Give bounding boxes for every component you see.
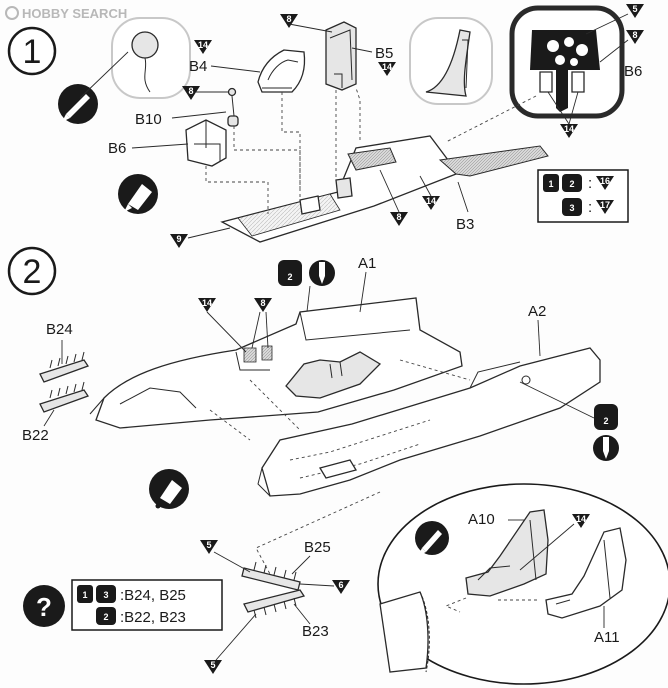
step-1-badge: 1	[7, 26, 57, 76]
color-callout: 8	[182, 86, 228, 100]
svg-text:?: ?	[36, 592, 52, 622]
paint-brush-icon	[309, 260, 335, 286]
legend-row-2: :B22, B23	[120, 609, 186, 626]
detail-bubble-gunsight	[79, 17, 191, 99]
step-2-badge: 2	[7, 246, 57, 296]
svg-text:5: 5	[210, 660, 215, 670]
exhaust-part-b22	[39, 381, 89, 413]
detail-bubble-instrument-panel	[509, 5, 625, 119]
label-b22: B22	[22, 427, 49, 444]
legend-row-1: :B24, B25	[120, 587, 186, 604]
svg-text:6: 6	[338, 580, 343, 590]
svg-text:8: 8	[632, 30, 637, 40]
label-b3: B3	[456, 216, 474, 233]
color-callout: 6	[299, 580, 350, 594]
step-1-guide-lines	[205, 87, 361, 214]
svg-text:9: 9	[176, 234, 181, 244]
step-1-number: 1	[23, 33, 42, 71]
svg-text:8: 8	[188, 86, 193, 96]
label-a1: A1	[358, 255, 376, 272]
step-2-number: 2	[23, 253, 42, 291]
knife-icon	[58, 84, 98, 124]
svg-text:1: 1	[82, 590, 87, 600]
svg-text:5: 5	[206, 540, 211, 550]
paint-brush-icon	[593, 435, 619, 461]
color-callout: 14	[198, 298, 247, 353]
option-badge-2-right: 2	[594, 404, 618, 430]
seat-back-part-b5	[325, 21, 357, 91]
color-callout: 8	[379, 169, 408, 226]
color-callout: 8	[599, 30, 644, 63]
label-a2: A2	[528, 303, 546, 320]
color-callout: 14	[378, 62, 396, 76]
svg-text:2: 2	[103, 612, 108, 622]
svg-text:3: 3	[103, 590, 108, 600]
color-callout: 5	[200, 540, 251, 573]
seat-part-b4	[257, 49, 306, 93]
label-b10: B10	[135, 111, 162, 128]
svg-text:8: 8	[260, 298, 265, 308]
detail-bubble-headrest	[409, 17, 493, 105]
exhaust-part-b24	[39, 351, 89, 383]
option-badge-2: 2	[278, 260, 302, 286]
label-b5: B5	[375, 45, 393, 62]
cockpit-floor-part	[220, 135, 549, 243]
label-b6-top: B6	[624, 63, 642, 80]
label-b25: B25	[304, 539, 331, 556]
svg-text:14: 14	[576, 514, 586, 524]
svg-text:3: 3	[569, 203, 574, 213]
svg-text:17: 17	[600, 200, 610, 210]
svg-text::: :	[588, 175, 592, 192]
svg-text::: :	[588, 199, 592, 216]
svg-text:2: 2	[287, 272, 292, 282]
svg-text:8: 8	[396, 212, 401, 222]
color-callout: 5	[585, 4, 644, 35]
color-callout: 5	[204, 613, 257, 674]
svg-text:14: 14	[426, 196, 436, 206]
watermark-text: HOBBY SEARCH	[22, 6, 127, 21]
label-b23: B23	[302, 623, 329, 640]
svg-text:14: 14	[564, 124, 574, 134]
svg-text:14: 14	[198, 40, 208, 50]
svg-text:14: 14	[382, 62, 392, 72]
exhaust-part-b25	[241, 561, 301, 591]
watermark: HOBBY SEARCH	[5, 6, 127, 21]
control-stick-part-b10	[227, 87, 239, 127]
label-b6-left: B6	[108, 140, 126, 157]
color-callout: 8	[280, 14, 333, 33]
color-callout: 14	[419, 175, 440, 210]
variant-box-step-2: 1 3 :B24, B25 2 :B22, B23	[71, 579, 223, 631]
label-b4: B4	[189, 58, 207, 75]
detail-bubble-tail	[377, 483, 668, 685]
glue-icon	[149, 469, 189, 509]
glue-icon	[118, 174, 158, 214]
label-a10: A10	[468, 511, 495, 528]
color-callout: 8	[251, 298, 272, 349]
color-callout: 14	[194, 40, 212, 54]
label-b24: B24	[46, 321, 73, 338]
svg-text:2: 2	[603, 416, 608, 426]
exhaust-part-b23	[243, 589, 306, 619]
svg-text:14: 14	[202, 298, 212, 308]
svg-text:8: 8	[286, 14, 291, 24]
svg-text:1: 1	[548, 179, 553, 189]
fuselage-half-a2	[257, 347, 601, 497]
color-callout: 14	[547, 91, 579, 138]
question-icon: ?	[23, 585, 65, 627]
bulkhead-part-b6	[185, 119, 227, 167]
svg-text:2: 2	[569, 179, 574, 189]
svg-text:5: 5	[632, 4, 637, 14]
fuselage-half-a1	[89, 297, 463, 429]
color-callout: 9	[170, 227, 231, 248]
color-callout: 14	[519, 514, 590, 571]
variant-box-step-1: 1 2 : 16 3 : 17	[537, 169, 629, 223]
svg-text:16: 16	[600, 176, 610, 186]
label-a11: A11	[594, 629, 620, 646]
